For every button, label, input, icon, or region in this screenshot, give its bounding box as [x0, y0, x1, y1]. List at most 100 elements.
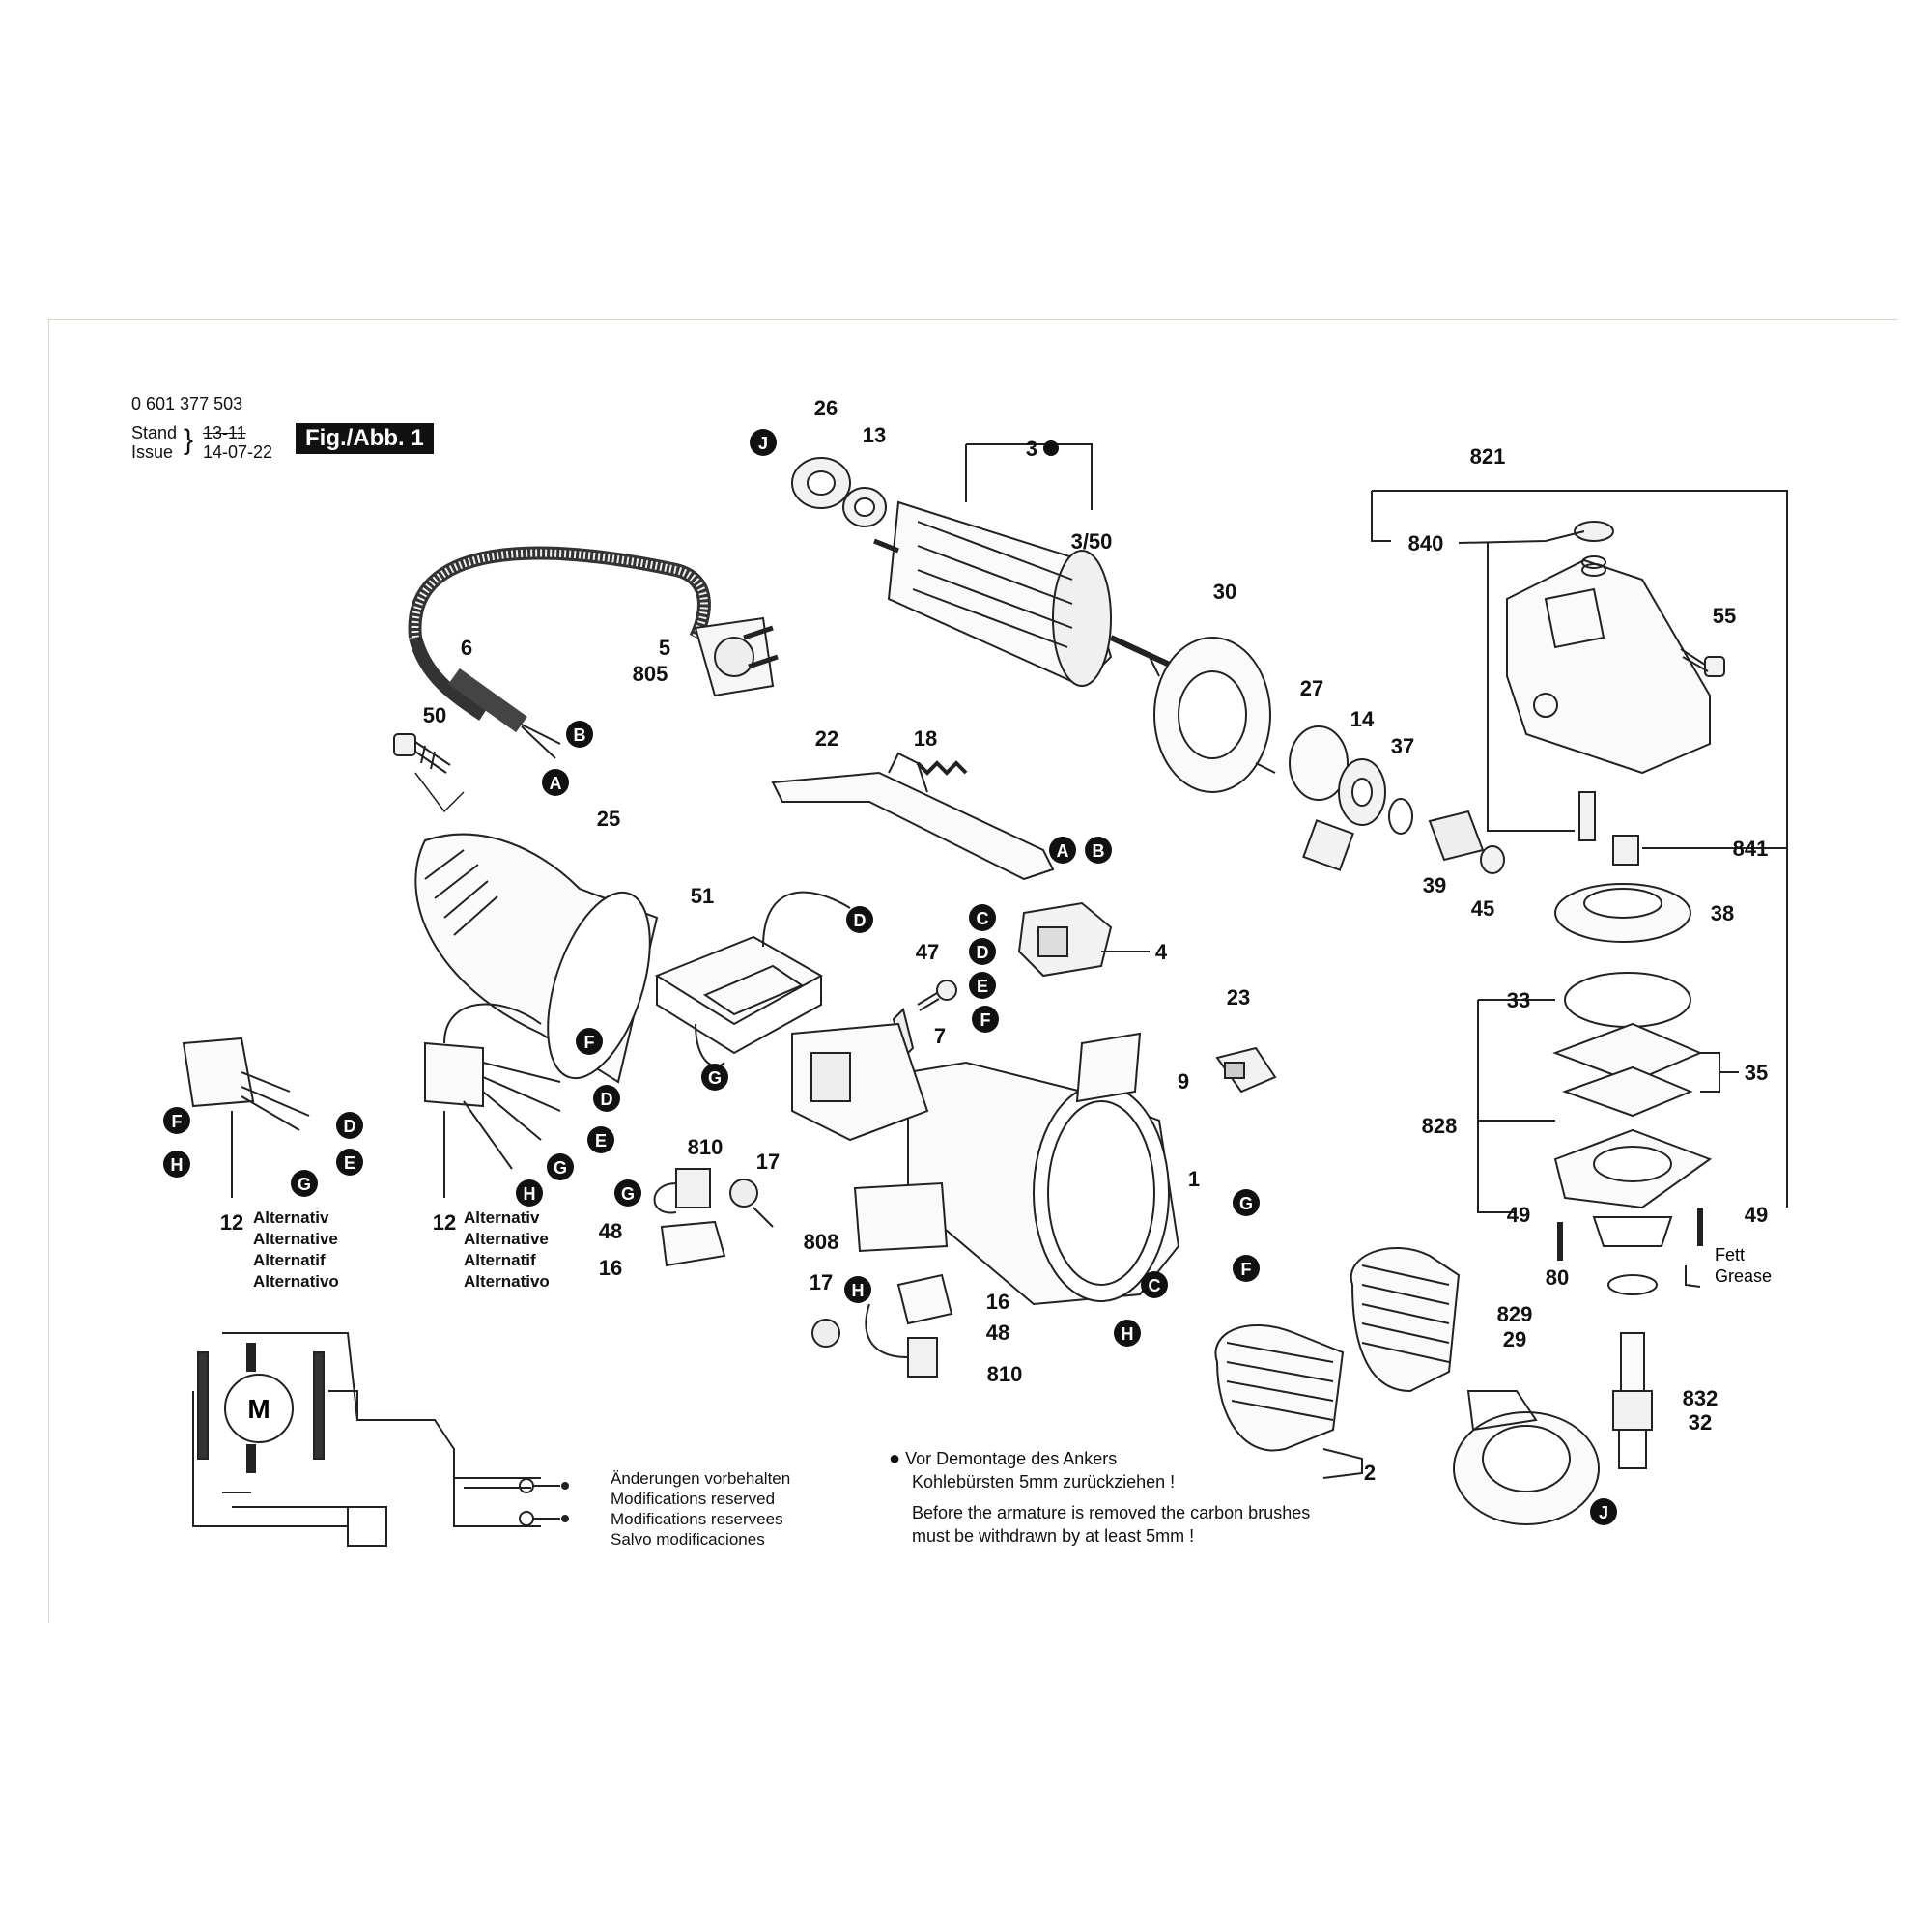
connector-H-suppressor: H [516, 1179, 543, 1207]
svg-text:B: B [1093, 841, 1105, 861]
connector-E-switch: E [969, 972, 996, 999]
brush-de-1: Vor Demontage des Ankers [905, 1449, 1118, 1468]
leader-35 [1700, 1052, 1739, 1093]
label-33: 33 [1507, 988, 1530, 1012]
svg-text:D: D [601, 1090, 613, 1109]
leader-821 [1371, 490, 1788, 1208]
connector-E-suppressor: E [587, 1126, 614, 1153]
label-25: 25 [597, 807, 620, 831]
washer-37 [1388, 798, 1413, 835]
svg-text:B: B [574, 725, 586, 745]
washer-80 [1607, 1274, 1658, 1295]
bearing-13 [842, 487, 887, 527]
connector-D-left: D [336, 1112, 363, 1139]
switch-rod [771, 752, 1055, 881]
motor-housing-1 [791, 1022, 1180, 1306]
svg-text:C: C [1149, 1276, 1161, 1295]
bullet-icon [1043, 440, 1059, 456]
cable-lower-segment [409, 636, 487, 721]
svg-text:H: H [852, 1281, 865, 1300]
alt-de: Alternativ [253, 1208, 329, 1227]
suppressor-12-left [182, 1037, 310, 1198]
part-number-labels: 26 13 3 3/50 821 840 55 30 27 14 37 39 4… [220, 396, 1772, 1485]
connector-F-switch: F [972, 1006, 999, 1033]
connector-A-switch: A [1049, 837, 1076, 864]
label-35: 35 [1745, 1061, 1768, 1085]
screw-47 [917, 980, 957, 1011]
alternative-labels-right: Alternativ Alternative Alternatif Altern… [464, 1208, 550, 1293]
label-48-bottom: 48 [986, 1321, 1009, 1345]
screw-55 [1680, 648, 1725, 677]
connector-F-suppressor: F [576, 1028, 603, 1055]
label-3: 3 [1026, 437, 1037, 461]
connector-H-left: H [163, 1151, 190, 1178]
grease-en: Grease [1715, 1266, 1772, 1286]
alternative-labels-left: Alternativ Alternative Alternatif Altern… [253, 1208, 339, 1293]
label-17-top: 17 [756, 1150, 780, 1174]
svg-text:F: F [172, 1112, 183, 1131]
plate-9 [1075, 1032, 1142, 1103]
motor-symbol: M [247, 1394, 270, 1424]
bearing-flange-828 [1553, 1128, 1713, 1247]
label-821: 821 [1470, 444, 1506, 469]
capacitor [654, 891, 851, 1067]
ring-27 [1289, 725, 1349, 801]
part-number: 0 601 377 503 [131, 394, 243, 413]
label-23: 23 [1227, 985, 1250, 1009]
cable-wires [521, 724, 561, 759]
label-13: 13 [863, 423, 886, 447]
label-829: 829 [1497, 1302, 1533, 1326]
alt-es: Alternativo [253, 1272, 339, 1291]
guard-829 [1453, 1390, 1600, 1525]
mod-en: Modifications reserved [611, 1490, 776, 1508]
modifications-note: Änderungen vorbehalten Modifications res… [611, 1468, 790, 1549]
label-7: 7 [934, 1024, 946, 1048]
brush-de-2: Kohlebürsten 5mm zurückziehen ! [912, 1472, 1176, 1492]
cap-840 [1574, 521, 1614, 577]
label-828: 828 [1422, 1114, 1458, 1138]
o-ring-33 [1564, 972, 1691, 1028]
switch-4 [1017, 901, 1113, 978]
screw-50 [393, 733, 451, 774]
label-37: 37 [1391, 734, 1414, 758]
leader-840 [1458, 530, 1585, 832]
connector-J-top: J [750, 429, 777, 456]
label-49-left: 49 [1507, 1203, 1530, 1227]
label-45: 45 [1471, 896, 1494, 921]
label-810-bottom: 810 [987, 1362, 1023, 1386]
brush-810-bottom [865, 1303, 938, 1378]
label-50: 50 [423, 703, 446, 727]
leader-828 [1477, 999, 1555, 1213]
armature [873, 500, 1176, 688]
field-coil [1214, 1247, 1461, 1452]
label-16-bottom: 16 [986, 1290, 1009, 1314]
cable-sleeve [448, 668, 527, 733]
label-32: 32 [1689, 1410, 1712, 1435]
grease-de: Fett [1715, 1245, 1745, 1264]
svg-text:E: E [977, 977, 988, 996]
label-14: 14 [1350, 707, 1375, 731]
label-808: 808 [804, 1230, 839, 1254]
svg-text:E: E [344, 1153, 355, 1173]
frame-left-line [48, 319, 49, 1623]
label-5: 5 [659, 636, 670, 660]
bearing-14 [1338, 758, 1386, 826]
alt-fr: Alternatif [253, 1251, 326, 1269]
alt-de: Alternativ [464, 1208, 540, 1227]
label-51: 51 [691, 884, 714, 908]
label-808 [853, 1181, 949, 1253]
lock-button-23 [1215, 1046, 1277, 1094]
connector-G-capacitor: G [701, 1064, 728, 1091]
stand-label: Stand [131, 423, 178, 442]
label-47: 47 [916, 940, 939, 964]
gaskets-35 [1552, 1022, 1703, 1118]
nut-45 [1480, 845, 1505, 874]
svg-text:D: D [977, 943, 989, 962]
label-80: 80 [1546, 1265, 1569, 1290]
svg-text:H: H [524, 1184, 536, 1204]
alt-es: Alternativo [464, 1272, 550, 1291]
svg-text:F: F [980, 1010, 991, 1030]
brush-holder-16-bottom [896, 1273, 953, 1325]
label-4: 4 [1155, 940, 1168, 964]
mod-fr: Modifications reservees [611, 1510, 783, 1528]
